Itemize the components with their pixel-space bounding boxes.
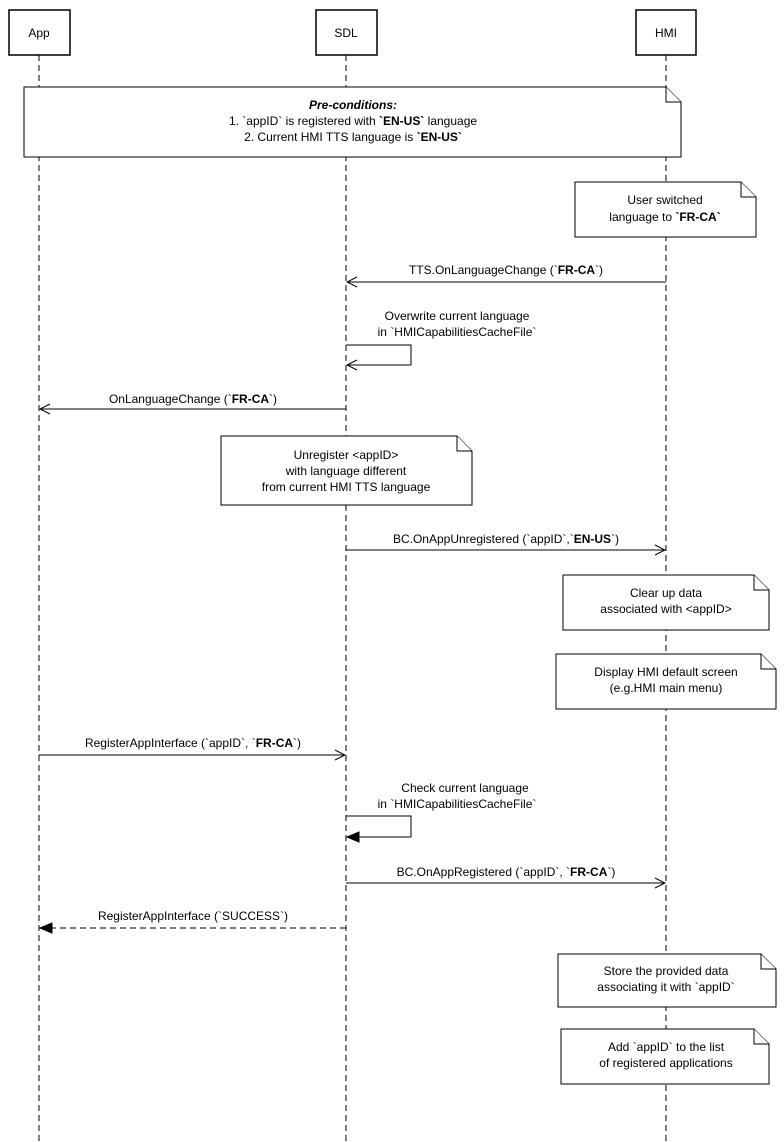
tts-on-language-change-label: TTS.OnLanguageChange (`FR-CA`): [409, 263, 603, 277]
note-store-data: Store the provided data associating it w…: [557, 953, 777, 1008]
add-app-line-1: Add `appID` to the list: [608, 1040, 725, 1054]
note-unregister: Unregister <appID> with language differe…: [220, 435, 473, 506]
check-language-line-1: Check current language: [401, 781, 529, 795]
note-add-app: Add `appID` to the list of registered ap…: [560, 1028, 770, 1085]
message-on-app-registered: BC.OnAppRegistered (`appID`, `FR-CA`): [346, 865, 665, 883]
note-default-screen: Display HMI default screen (e.g.HMI main…: [555, 653, 777, 710]
overwrite-line-1: Overwrite current language: [385, 309, 530, 323]
unregister-line-2: with language different: [285, 464, 407, 478]
preconditions-title: Pre-conditions:: [309, 98, 397, 112]
message-on-app-unregistered: BC.OnAppUnregistered (`appID`,`EN-US`): [346, 532, 665, 550]
participant-hmi: HMI: [635, 9, 697, 56]
store-data-line-2: associating it with `appID`: [597, 980, 734, 994]
note-preconditions: Pre-conditions: 1. `appID` is registered…: [23, 86, 682, 158]
note-user-switched: User switched language to `FR-CA`: [574, 181, 757, 238]
register-app-interface-label: RegisterAppInterface (`appID`, `FR-CA`): [85, 736, 301, 750]
preconditions-line-2: 2. Current HMI TTS language is `EN-US`: [244, 130, 462, 144]
participant-app: App: [8, 9, 71, 56]
message-on-language-change: OnLanguageChange (`FR-CA`): [40, 392, 346, 409]
participant-sdl: SDL: [315, 9, 378, 56]
clear-data-line-2: associated with <appID>: [600, 602, 731, 616]
register-response-label: RegisterAppInterface (`SUCCESS`): [98, 909, 288, 923]
message-overwrite-language: Overwrite current language in `HMICapabi…: [346, 309, 536, 365]
message-register-app-interface: RegisterAppInterface (`appID`, `FR-CA`): [39, 736, 345, 755]
unregister-line-3: from current HMI TTS language: [262, 480, 431, 494]
store-data-line-1: Store the provided data: [604, 964, 729, 978]
unregister-line-1: Unregister <appID>: [294, 448, 399, 462]
message-check-language: Check current language in `HMICapabiliti…: [346, 781, 536, 837]
on-language-change-label: OnLanguageChange (`FR-CA`): [109, 392, 277, 406]
check-language-line-2: in `HMICapabilitiesCacheFile`: [378, 797, 537, 811]
message-register-app-interface-response: RegisterAppInterface (`SUCCESS`): [40, 909, 346, 928]
on-app-registered-label: BC.OnAppRegistered (`appID`, `FR-CA`): [397, 865, 616, 879]
clear-data-line-1: Clear up data: [630, 586, 702, 600]
overwrite-line-2: in `HMICapabilitiesCacheFile`: [378, 325, 537, 339]
user-switched-line-1: User switched: [627, 193, 702, 207]
user-switched-line-2: language to `FR-CA`: [609, 210, 720, 224]
participant-hmi-label: HMI: [655, 26, 677, 40]
preconditions-line-1: 1. `appID` is registered with `EN-US` la…: [229, 114, 477, 128]
note-clear-data: Clear up data associated with <appID>: [562, 574, 770, 631]
on-app-unregistered-label: BC.OnAppUnregistered (`appID`,`EN-US`): [393, 532, 619, 546]
participant-app-label: App: [28, 26, 50, 40]
default-screen-line-1: Display HMI default screen: [594, 665, 737, 679]
add-app-line-2: of registered applications: [599, 1056, 732, 1070]
message-tts-on-language-change: TTS.OnLanguageChange (`FR-CA`): [347, 263, 666, 282]
participant-sdl-label: SDL: [334, 26, 358, 40]
default-screen-line-2: (e.g.HMI main menu): [610, 681, 723, 695]
